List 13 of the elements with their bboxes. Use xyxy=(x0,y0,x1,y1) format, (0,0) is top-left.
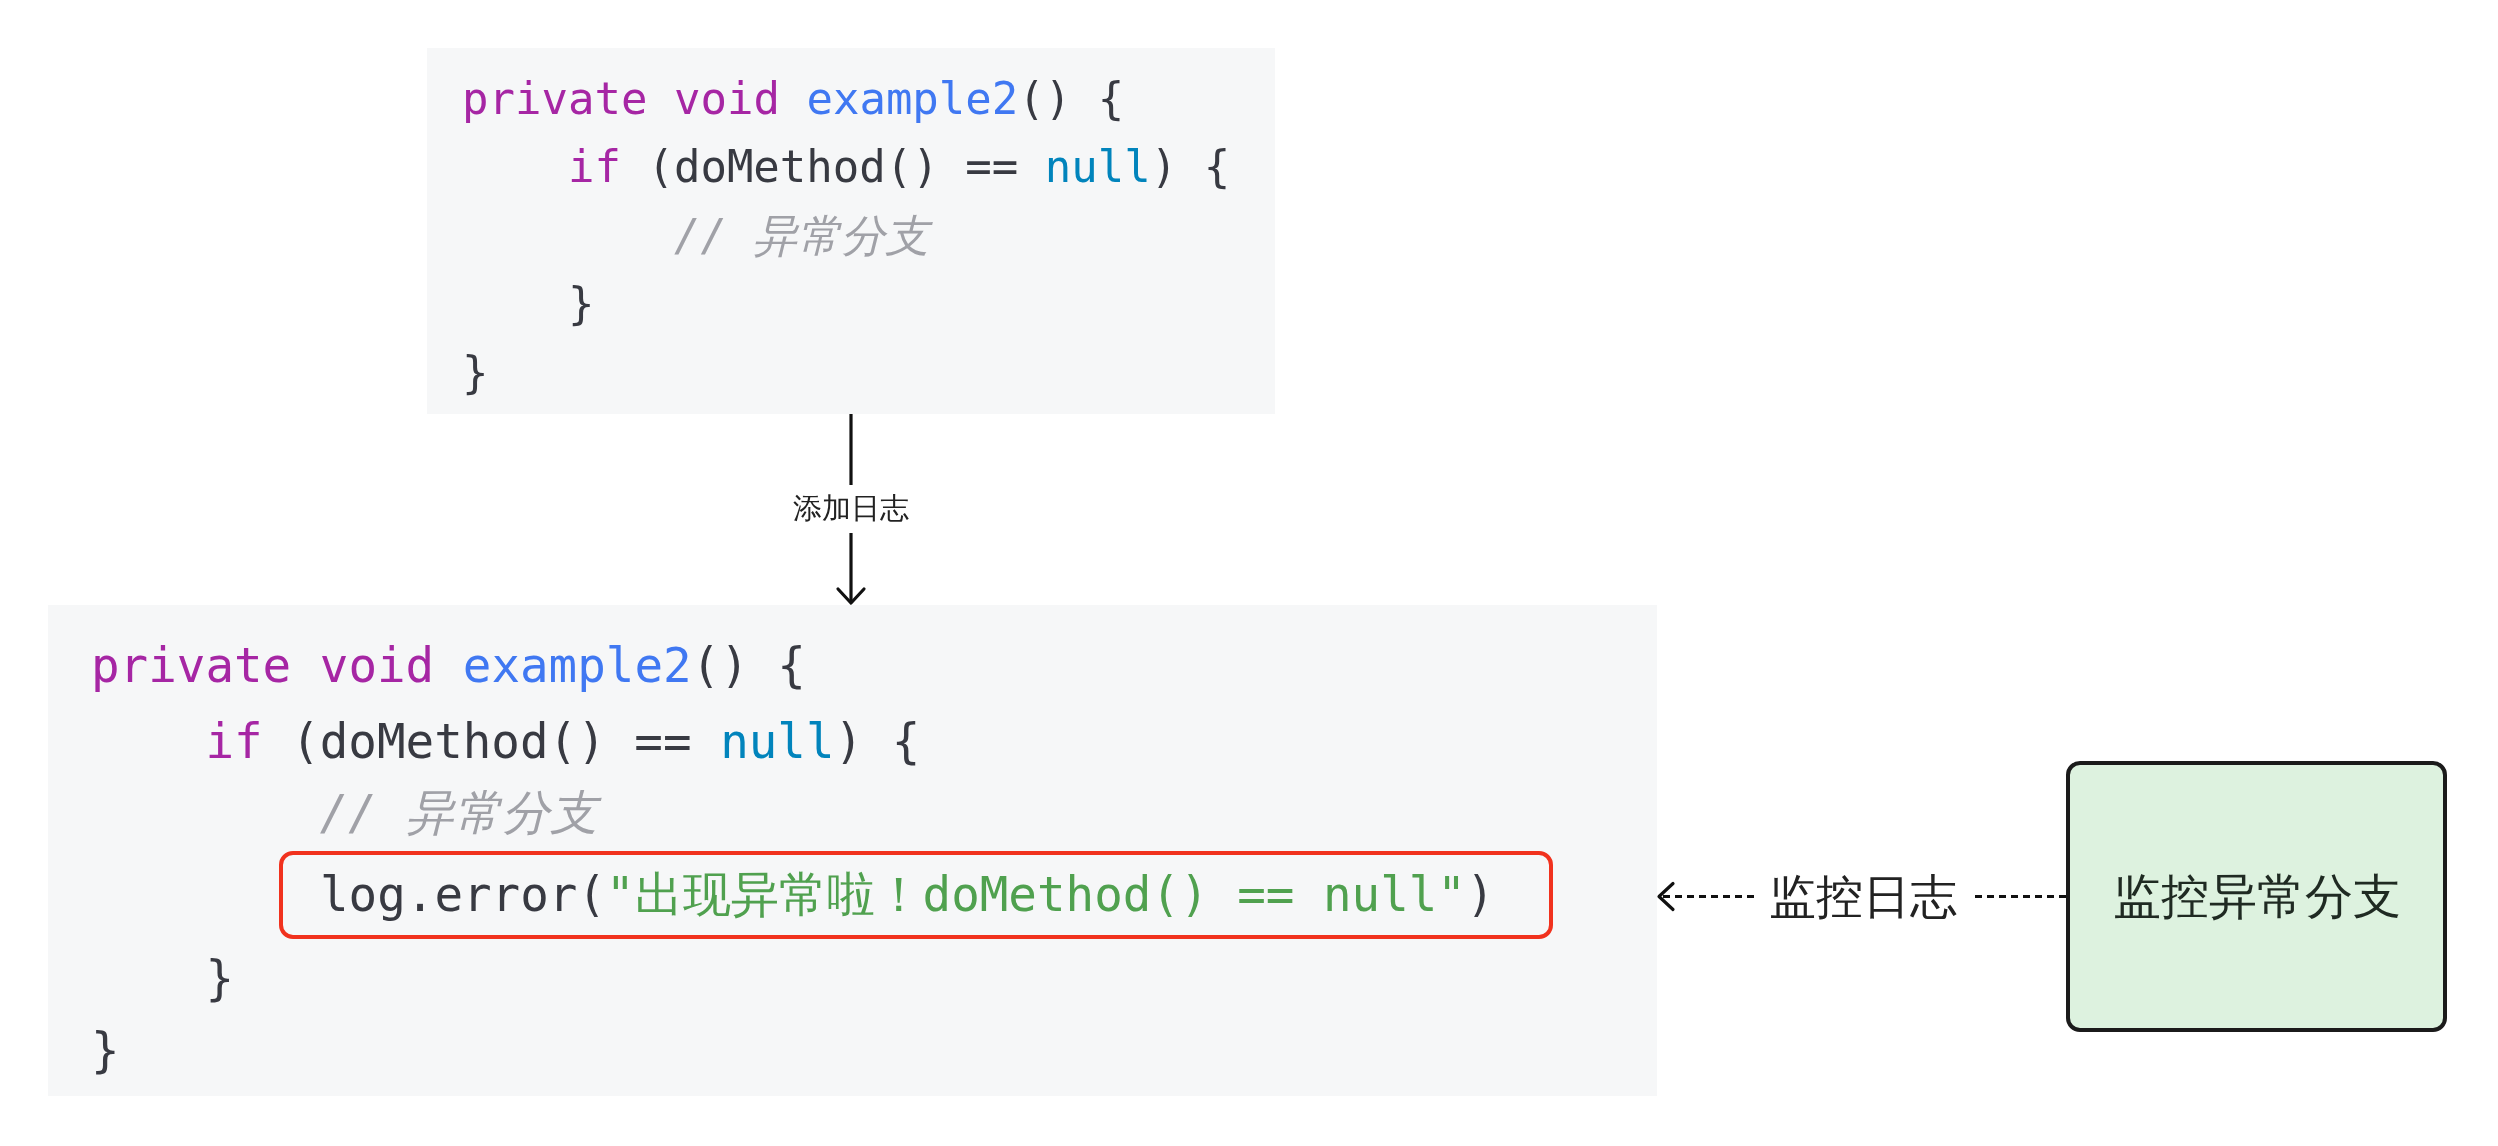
code-line: } xyxy=(91,1022,120,1080)
code-block xyxy=(48,605,1657,1096)
code-line: if (doMethod() == null) { xyxy=(205,713,921,771)
code-line: } xyxy=(567,277,595,331)
process-box: 监控异常分支 xyxy=(2066,761,2447,1032)
code-line: private void example2() { xyxy=(462,72,1125,126)
highlight-box xyxy=(279,851,1553,939)
code-line: log.error("出现异常啦！doMethod() == null") xyxy=(320,866,1495,924)
code-line: } xyxy=(205,950,234,1008)
code-line: private void example2() { xyxy=(91,637,806,695)
code-block xyxy=(427,48,1275,414)
code-line: } xyxy=(462,346,489,400)
code-line: if (doMethod() == null) { xyxy=(567,140,1231,194)
